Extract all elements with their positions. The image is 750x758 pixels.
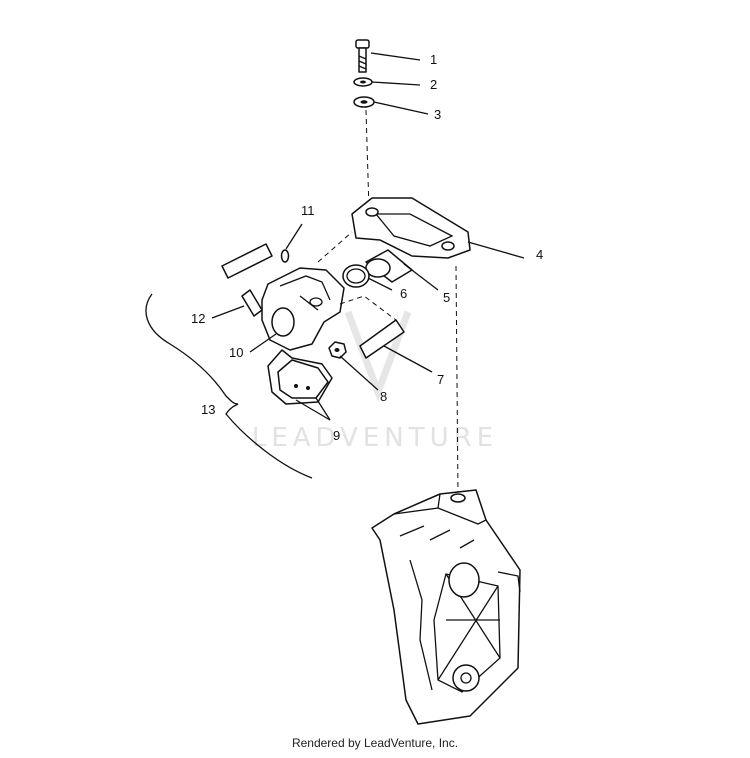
- assembly-line-top: [365, 109, 370, 211]
- part-shim-lower: [359, 319, 405, 359]
- part-spring: [280, 249, 290, 263]
- part-o-ring: [342, 264, 370, 288]
- callout-9: 9: [333, 428, 340, 443]
- part-caliper: [261, 267, 345, 351]
- callout-12: 12: [191, 311, 205, 326]
- callout-4: 4: [536, 247, 543, 262]
- leader-lines: [211, 52, 525, 421]
- callout-5: 5: [443, 290, 450, 305]
- part-brake-pads: [267, 349, 333, 405]
- callout-8: 8: [380, 389, 387, 404]
- callout-1: 1: [430, 52, 437, 67]
- part-flat-washer: [353, 96, 375, 108]
- callouts: 1 2 3 4 5 6 7 8 9 10 11 12 13: [191, 52, 543, 443]
- part-bolt: [355, 39, 370, 73]
- watermark-text: LEADVENTURE: [252, 423, 498, 453]
- callout-2: 2: [430, 77, 437, 92]
- callout-11: 11: [301, 203, 315, 218]
- assembly-line-1: [317, 231, 353, 263]
- callout-6: 6: [400, 286, 407, 301]
- group-brace-13: [145, 293, 313, 479]
- part-shim-upper: [221, 243, 273, 279]
- callout-7: 7: [437, 372, 444, 387]
- footer-credit: Rendered by LeadVenture, Inc.: [291, 736, 459, 750]
- callout-13: 13: [201, 402, 215, 417]
- part-nut: [328, 341, 347, 359]
- part-lock-washer: [353, 77, 373, 87]
- part-chaincase-housing: [371, 489, 521, 725]
- part-caliper-bracket: [351, 197, 471, 259]
- watermark-logo: LEADVENTURE: [252, 310, 498, 453]
- callout-3: 3: [434, 107, 441, 122]
- part-bushing: [365, 249, 413, 283]
- assembly-line-3: [455, 265, 459, 497]
- callout-10: 10: [229, 345, 243, 360]
- part-bleeder: [241, 289, 263, 317]
